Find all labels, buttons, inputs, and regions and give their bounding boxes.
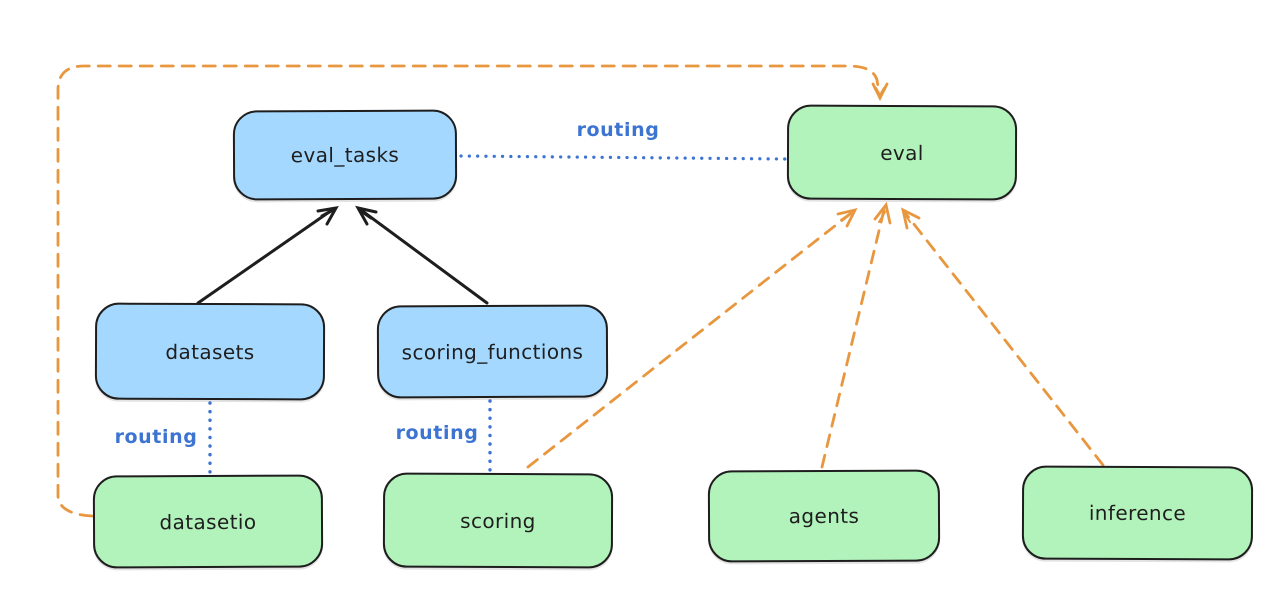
edge-scoring-functions-to-eval-tasks bbox=[355, 205, 489, 305]
node-eval-label: eval bbox=[880, 140, 924, 165]
node-datasets[interactable]: datasets bbox=[94, 302, 326, 401]
node-eval-tasks[interactable]: eval_tasks bbox=[232, 109, 458, 201]
node-datasetio[interactable]: datasetio bbox=[92, 474, 324, 569]
edge-datasets-to-eval-tasks bbox=[196, 206, 339, 305]
edge-inference-to-eval bbox=[900, 207, 1105, 467]
edge-agents-to-eval bbox=[820, 201, 892, 469]
node-datasetio-label: datasetio bbox=[159, 509, 257, 534]
edge-datasetio-to-eval bbox=[56, 64, 889, 518]
node-eval-tasks-label: eval_tasks bbox=[290, 142, 400, 168]
edge-scoring-to-eval bbox=[526, 207, 858, 469]
node-agents-label: agents bbox=[788, 503, 860, 529]
node-eval[interactable]: eval bbox=[786, 104, 1018, 201]
node-scoring-functions-label: scoring_functions bbox=[401, 339, 584, 364]
node-scoring[interactable]: scoring bbox=[382, 472, 614, 569]
node-scoring-functions[interactable]: scoring_functions bbox=[376, 304, 609, 399]
edge-eval-tasks-to-eval-routing bbox=[459, 154, 787, 161]
node-agents[interactable]: agents bbox=[707, 469, 941, 563]
node-scoring-label: scoring bbox=[460, 508, 536, 533]
node-inference[interactable]: inference bbox=[1021, 465, 1254, 561]
node-datasets-label: datasets bbox=[165, 339, 255, 364]
node-inference-label: inference bbox=[1088, 500, 1187, 526]
